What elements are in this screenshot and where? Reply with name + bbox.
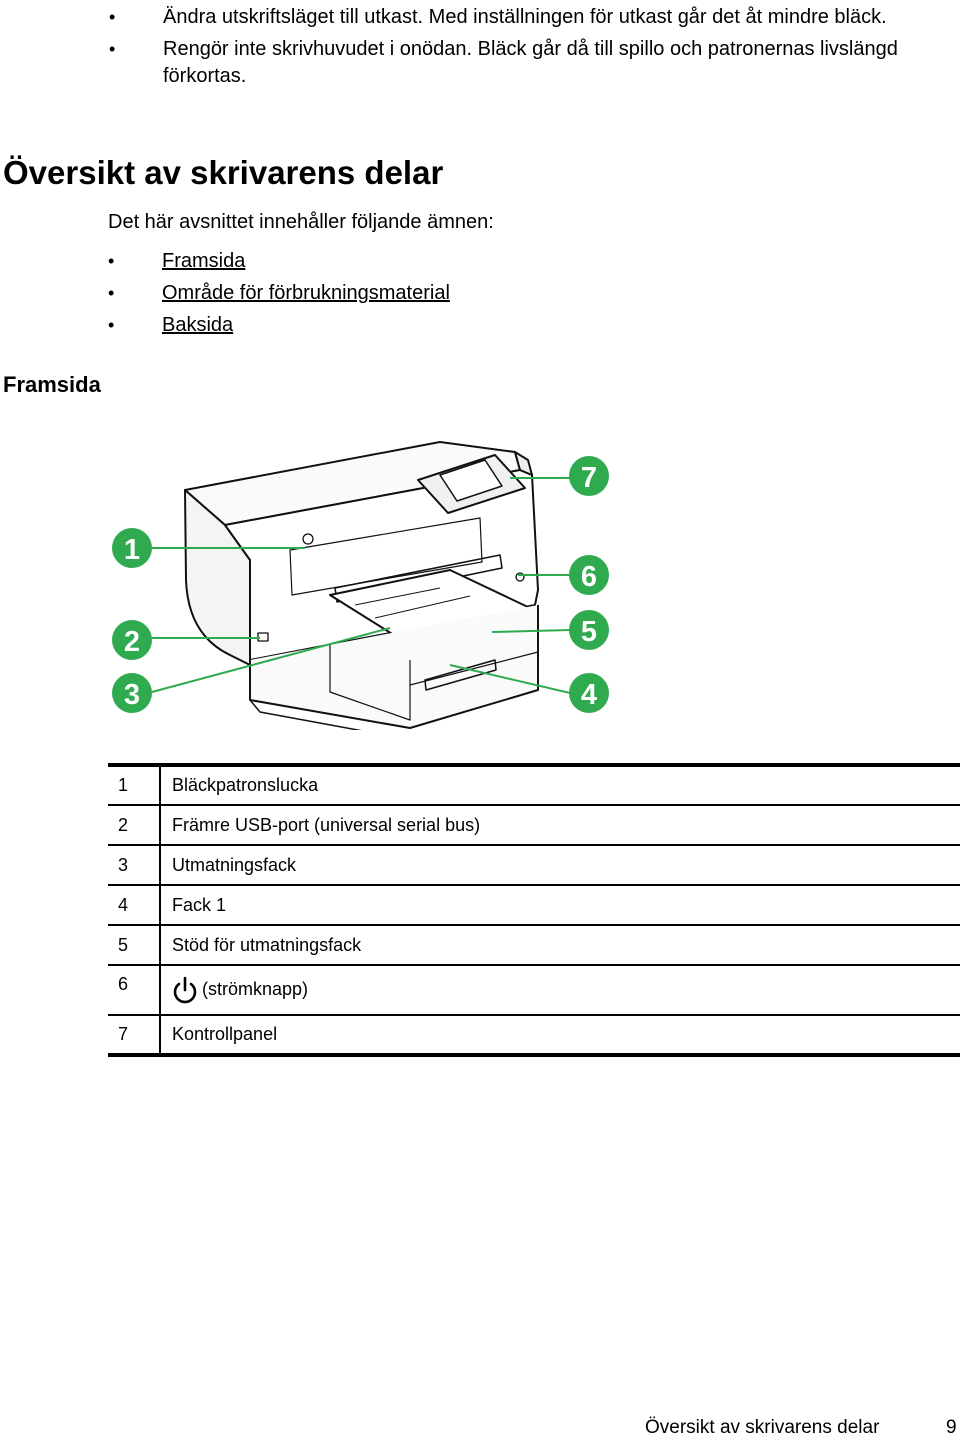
topic-link-framsida[interactable]: Framsida — [162, 250, 246, 272]
part-label: Bläckpatronslucka — [160, 765, 960, 806]
intro-bullet-list: Ändra utskriftsläget till utkast. Med in… — [109, 4, 923, 95]
intro-bullet-item: Ändra utskriftsläget till utkast. Med in… — [109, 4, 923, 31]
topic-link-baksida[interactable]: Baksida — [162, 314, 234, 336]
table-row: 2 Främre USB-port (universal serial bus) — [108, 805, 960, 846]
part-label: (strömknapp) — [202, 978, 309, 999]
footer-section-title: Översikt av skrivarens delar — [645, 1417, 880, 1438]
footer-page-number: 9 — [946, 1417, 957, 1438]
table-row: 5 Stöd för utmatningsfack — [108, 925, 960, 966]
callout-lines — [151, 477, 571, 694]
part-number: 1 — [108, 765, 161, 806]
svg-text:2: 2 — [124, 626, 140, 658]
callout-marker-3: 3 — [112, 673, 152, 713]
part-number: 7 — [108, 1015, 161, 1055]
part-label: Kontrollpanel — [172, 1024, 278, 1044]
topic-item: Framsida — [108, 245, 450, 277]
part-label: Fack 1 — [160, 885, 960, 926]
part-label: Främre USB-port (universal serial bus) — [160, 805, 960, 846]
table-row: 6 (strömknapp) — [108, 965, 960, 1016]
svg-text:5: 5 — [581, 616, 597, 648]
printer-body — [184, 441, 539, 730]
topic-link-forbrukningsmaterial[interactable]: Område för förbrukningsmaterial — [162, 282, 450, 304]
part-number: 4 — [108, 885, 161, 926]
part-number: 3 — [108, 845, 161, 886]
printer-illustration: 1 2 3 4 5 6 7 — [112, 441, 609, 730]
svg-text:1: 1 — [124, 534, 140, 566]
topic-list: Framsida Område för förbrukningsmaterial… — [108, 245, 450, 341]
callout-marker-7: 7 — [569, 456, 609, 496]
callout-markers: 1 2 3 4 5 6 7 — [112, 456, 609, 713]
table-row: 1 Bläckpatronslucka — [108, 765, 960, 806]
section-intro: Det här avsnittet innehåller följande äm… — [108, 211, 494, 233]
svg-text:7: 7 — [581, 462, 597, 494]
part-number: 5 — [108, 925, 161, 966]
table-row: 7 Kontrollpanel — [108, 1015, 960, 1055]
table-row: 4 Fack 1 — [108, 885, 960, 926]
table-row: 3 Utmatningsfack — [108, 845, 960, 886]
part-label: Utmatningsfack — [160, 845, 960, 886]
callout-marker-5: 5 — [569, 610, 609, 650]
part-number: 2 — [108, 805, 161, 846]
subheading-framsida: Framsida — [3, 372, 101, 397]
svg-text:4: 4 — [581, 679, 597, 711]
parts-table: 1 Bläckpatronslucka 2 Främre USB-port (u… — [108, 763, 960, 1057]
topic-item: Område för förbrukningsmaterial — [108, 277, 450, 309]
part-label-cell: (strömknapp) — [160, 965, 960, 1016]
callout-marker-4: 4 — [569, 673, 609, 713]
intro-bullet-item: Rengör inte skrivhuvudet i onödan. Bläck… — [109, 36, 923, 90]
callout-marker-6: 6 — [569, 555, 609, 595]
part-label: Stöd för utmatningsfack — [160, 925, 960, 966]
part-number: 6 — [108, 965, 161, 1016]
svg-text:6: 6 — [581, 561, 597, 593]
topic-item: Baksida — [108, 309, 450, 341]
callout-marker-1: 1 — [112, 528, 152, 568]
power-icon — [173, 976, 197, 1004]
section-heading: Översikt av skrivarens delar — [3, 154, 444, 191]
callout-marker-2: 2 — [112, 620, 152, 660]
svg-text:3: 3 — [124, 679, 140, 711]
